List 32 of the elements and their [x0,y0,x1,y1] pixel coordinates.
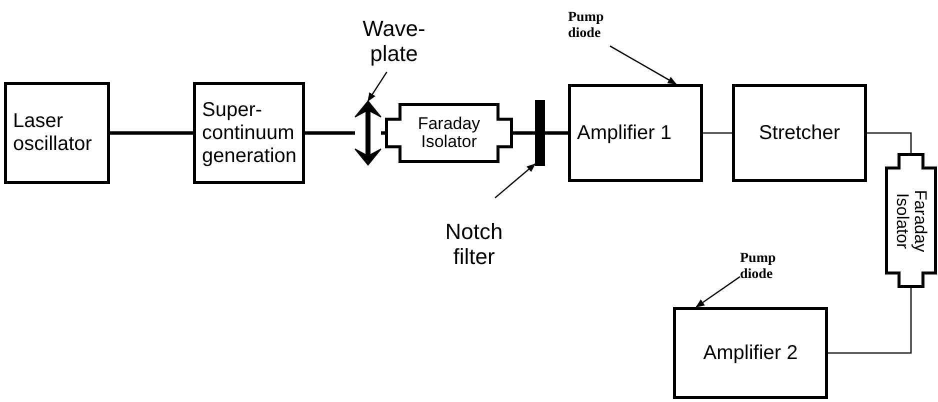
beam-line [545,131,568,135]
annotation-text: Pump diode [740,250,777,284]
leader-line [696,276,740,308]
process-box [568,84,703,182]
leader-line [367,72,388,102]
annotation-text: Wave- plate [362,16,426,66]
annotation-text: Notch filter [444,218,504,270]
leader-line [494,163,536,198]
leader-line [610,45,677,85]
box-label: Super- continuum generation [202,98,297,168]
beam-line [381,131,385,135]
beam-line [867,132,912,153]
process-box [673,307,828,399]
box-label: Laser oscillator [13,110,93,156]
process-box [4,82,110,184]
filter-bar [535,100,545,166]
isolator-block [885,153,937,288]
process-box [732,84,867,182]
process-box [193,82,305,184]
beam-line [110,131,193,135]
beam-line [305,131,355,135]
isolator-block [385,103,513,163]
beam-line [513,131,535,135]
box-label: Amplifier 2 [703,342,798,364]
box-label: Amplifier 1 [577,122,672,144]
waveplate-symbol [355,101,381,165]
isolator-label: Faraday Isolator [893,188,929,254]
beam-line [703,132,732,134]
box-label: Stretcher [758,122,840,144]
beam-line [828,288,912,354]
isolator-label: Faraday Isolator [416,115,482,151]
annotation-text: Pump diode [568,10,605,42]
